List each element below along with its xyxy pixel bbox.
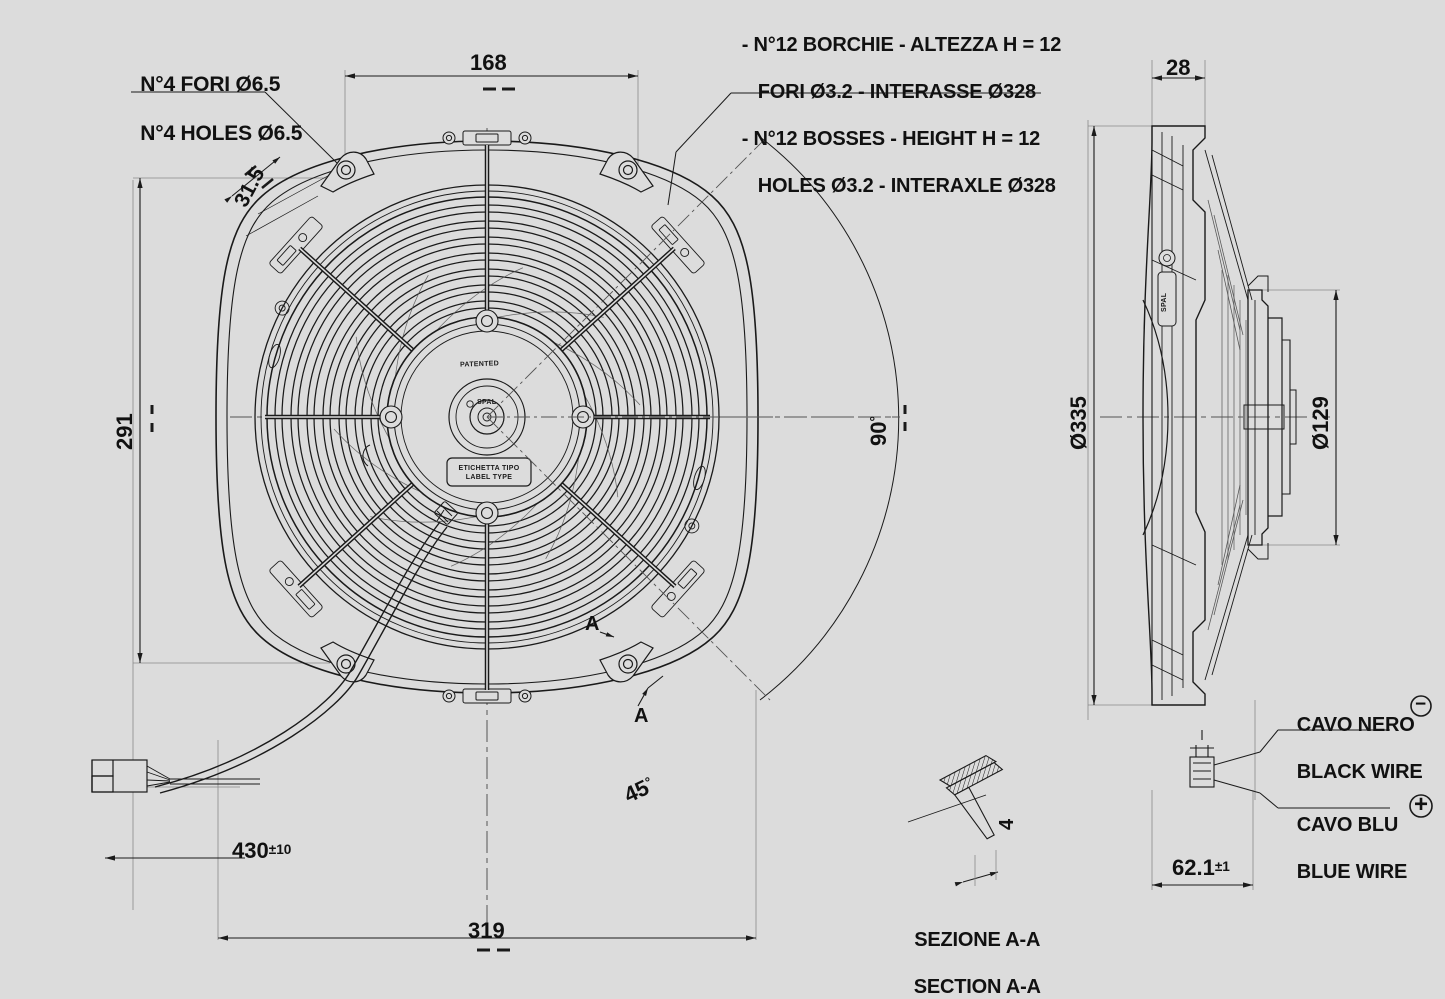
- note-bosses-line3: - N°12 BOSSES - HEIGHT H = 12: [741, 127, 1041, 150]
- black-wire-polarity: −: [1415, 694, 1427, 715]
- label-type-it: ETICHETTA TIPO: [458, 465, 520, 472]
- mounting-tab-top-left: [320, 151, 375, 193]
- dim-430-tolerance: ±10: [268, 841, 292, 857]
- dim-label-62-1: 62.1±1: [1172, 855, 1230, 881]
- blue-wire-it: CAVO BLU: [1296, 813, 1399, 836]
- section-marker-lower: A: [634, 705, 649, 727]
- dim-label-d335: Ø335: [1066, 396, 1091, 450]
- section-title: SEZIONE A-A SECTION A-A: [903, 905, 1041, 999]
- dim-31-5: [224, 156, 336, 237]
- front-view: [91, 70, 1041, 952]
- dim-label-90deg: 90°: [866, 416, 891, 446]
- fan-cable: [154, 501, 458, 794]
- label-type-en: LABEL TYPE: [465, 474, 513, 482]
- side-profile: [1142, 125, 1297, 706]
- dim-label-4: 4: [996, 818, 1018, 830]
- side-brand-text: SPAL: [1161, 292, 1168, 312]
- label-plate: [446, 457, 532, 487]
- note-holes-line-it: N°4 FORI Ø6.5: [140, 72, 281, 96]
- dim-label-168: 168: [470, 50, 507, 75]
- technical-drawing-sheet: [91, 60, 1433, 952]
- note-bosses-line1: - N°12 BORCHIE - ALTEZZA H = 12: [741, 33, 1062, 56]
- note-leaders: [131, 91, 1041, 206]
- dim-label-319: 319: [468, 918, 505, 943]
- note-holes-line-en: N°4 HOLES Ø6.5: [140, 122, 303, 146]
- mounting-tab-top-right: [599, 151, 654, 193]
- center-brackets: [442, 130, 532, 704]
- mounting-tab-bottom-right: [599, 641, 654, 683]
- section-marker-upper: A: [585, 613, 600, 635]
- dim-62-value: 62.1: [1172, 855, 1215, 880]
- dim-label-28: 28: [1166, 55, 1191, 80]
- dim-4: [954, 850, 999, 887]
- polarity-symbols: [1409, 695, 1433, 818]
- angle-arcs: [486, 133, 907, 701]
- section-title-it: SEZIONE A-A: [914, 928, 1041, 951]
- black-wire-it: CAVO NERO: [1296, 713, 1415, 736]
- cable-connector: [91, 759, 260, 793]
- note-bosses: - N°12 BORCHIE - ALTEZZA H = 12 FORI Ø3.…: [731, 10, 1062, 199]
- section-markers: [599, 631, 664, 707]
- blue-wire-polarity: +: [1414, 791, 1429, 818]
- blue-wire-label: CAVO BLU BLUE WIRE: [1286, 790, 1408, 884]
- section-aa-detail: [907, 754, 1004, 887]
- dim-label-d129: Ø129: [1308, 396, 1333, 450]
- side-terminals: [1189, 729, 1390, 809]
- dim-430-value: 430: [232, 838, 269, 863]
- dim-label-291: 291: [112, 413, 137, 450]
- section-title-en: SECTION A-A: [913, 975, 1041, 998]
- patented-text: PATENTED: [459, 360, 500, 369]
- side-brand-badge: [1157, 249, 1177, 327]
- black-wire-label: CAVO NERO BLACK WIRE: [1286, 690, 1423, 784]
- dim-168: [345, 73, 638, 91]
- note-bosses-line4: HOLES Ø3.2 - INTERAXLE Ø328: [757, 175, 1056, 198]
- label-type-text: ETICHETTA TIPO LABEL TYPE: [449, 464, 529, 483]
- dim-90-value: 90: [866, 421, 891, 446]
- note-holes: N°4 FORI Ø6.5 N°4 HOLES Ø6.5: [129, 48, 302, 147]
- brand-text: SPAL: [477, 399, 497, 406]
- note-bosses-line2: FORI Ø3.2 - INTERASSE Ø328: [757, 80, 1036, 103]
- dim-291: [137, 178, 154, 663]
- dim-319: [218, 935, 756, 952]
- side-construction-lines: [1087, 60, 1340, 890]
- blue-wire-en: BLUE WIRE: [1296, 860, 1408, 883]
- dim-62-tolerance: ±1: [1214, 858, 1230, 874]
- dim-label-430: 430±10: [232, 838, 291, 864]
- black-wire-en: BLACK WIRE: [1296, 760, 1423, 783]
- side-view: [1087, 60, 1433, 890]
